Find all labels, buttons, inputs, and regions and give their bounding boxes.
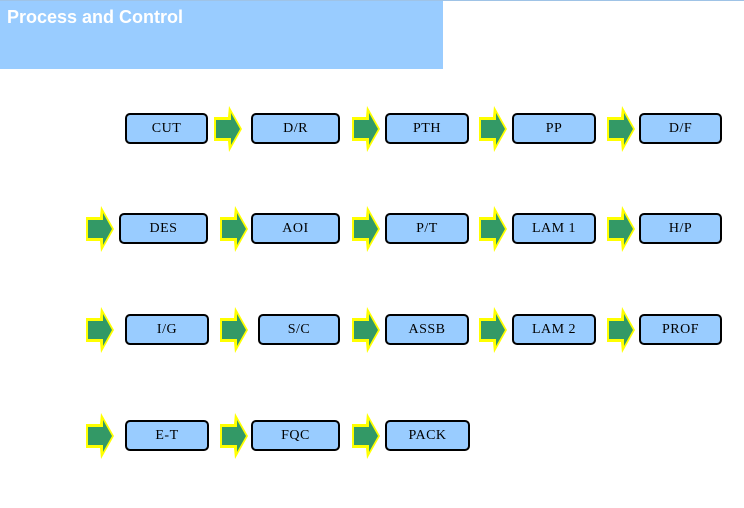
flow-arrow-icon (86, 206, 114, 252)
arrow-body (609, 113, 633, 145)
flow-arrow-icon (352, 206, 380, 252)
flow-arrow-icon (607, 206, 635, 252)
process-step-box: PROF (639, 314, 722, 345)
process-step-box: I/G (125, 314, 209, 345)
flow-arrow-icon (86, 307, 114, 353)
process-step-box: D/F (639, 113, 722, 144)
process-step-box: PACK (385, 420, 470, 451)
title-bar: Process and Control (0, 1, 443, 69)
arrow-body (222, 314, 246, 346)
flow-arrow-icon (479, 206, 507, 252)
arrow-body (481, 213, 505, 245)
process-step-box: E-T (125, 420, 209, 451)
arrow-body (354, 113, 378, 145)
page-title: Process and Control (7, 7, 184, 27)
arrow-body (88, 213, 112, 245)
process-step-box: CUT (125, 113, 208, 144)
process-step-box: AOI (251, 213, 340, 244)
arrow-body (481, 314, 505, 346)
process-step-box: FQC (251, 420, 340, 451)
process-step-box: H/P (639, 213, 722, 244)
process-step-box: LAM 2 (512, 314, 596, 345)
top-rule (0, 0, 744, 1)
flow-arrow-icon (479, 106, 507, 152)
arrow-body (481, 113, 505, 145)
arrow-body (354, 420, 378, 452)
flow-arrow-icon (220, 413, 248, 459)
arrow-body (609, 314, 633, 346)
flow-arrow-icon (352, 413, 380, 459)
flow-arrow-icon (479, 307, 507, 353)
arrow-body (354, 213, 378, 245)
flow-arrow-icon (86, 413, 114, 459)
flow-arrow-icon (352, 106, 380, 152)
process-step-box: PTH (385, 113, 469, 144)
arrow-body (216, 113, 240, 145)
flow-arrow-icon (220, 206, 248, 252)
flow-arrow-icon (352, 307, 380, 353)
process-step-box: S/C (258, 314, 340, 345)
arrow-body (354, 314, 378, 346)
arrow-body (609, 213, 633, 245)
process-step-box: LAM 1 (512, 213, 596, 244)
arrow-body (88, 420, 112, 452)
process-step-box: DES (119, 213, 208, 244)
process-step-box: D/R (251, 113, 340, 144)
arrow-body (222, 420, 246, 452)
process-step-box: ASSB (385, 314, 469, 345)
process-step-box: PP (512, 113, 596, 144)
arrow-body (222, 213, 246, 245)
flow-arrow-icon (220, 307, 248, 353)
flow-arrow-icon (214, 106, 242, 152)
arrow-body (88, 314, 112, 346)
flow-arrow-icon (607, 106, 635, 152)
flow-arrow-icon (607, 307, 635, 353)
process-step-box: P/T (385, 213, 469, 244)
